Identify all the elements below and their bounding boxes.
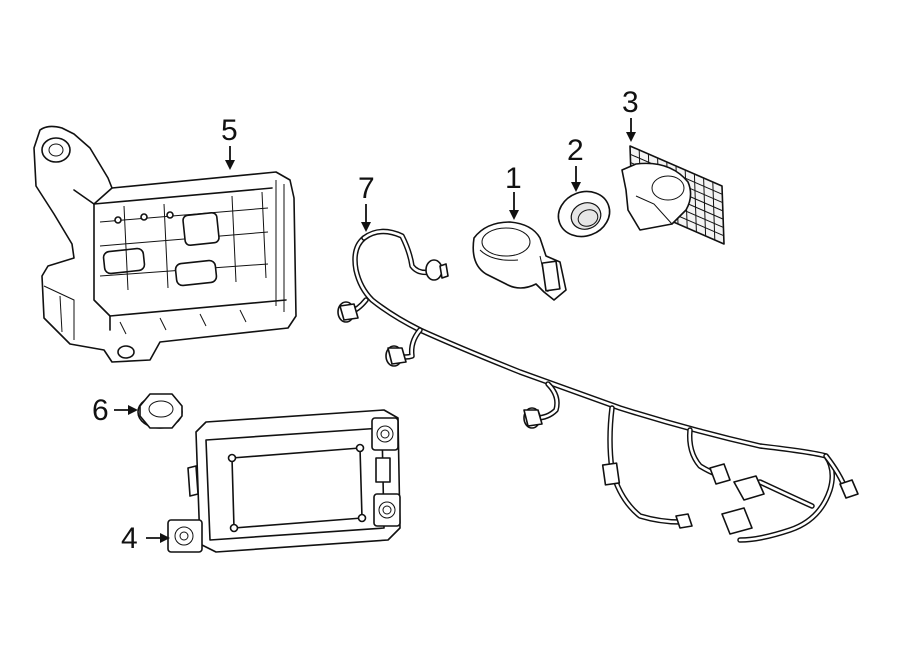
callout-2-label: 2 xyxy=(567,134,584,167)
part-6-nut xyxy=(137,393,183,429)
callout-5-label: 5 xyxy=(221,114,238,147)
callout-arrows xyxy=(114,118,636,543)
part-2-ring xyxy=(557,190,611,238)
part-4-module xyxy=(167,409,401,553)
callout-7-label: 7 xyxy=(358,172,375,205)
part-1-sensor xyxy=(472,221,567,301)
part-5-bracket xyxy=(33,125,297,363)
callout-4-label: 4 xyxy=(121,522,138,555)
callout-3-label: 3 xyxy=(622,86,639,119)
callout-1-label: 1 xyxy=(505,162,522,195)
callout-6-label: 6 xyxy=(92,394,109,427)
part-7-harness xyxy=(337,228,859,543)
part-3-grid-bracket xyxy=(621,145,725,245)
